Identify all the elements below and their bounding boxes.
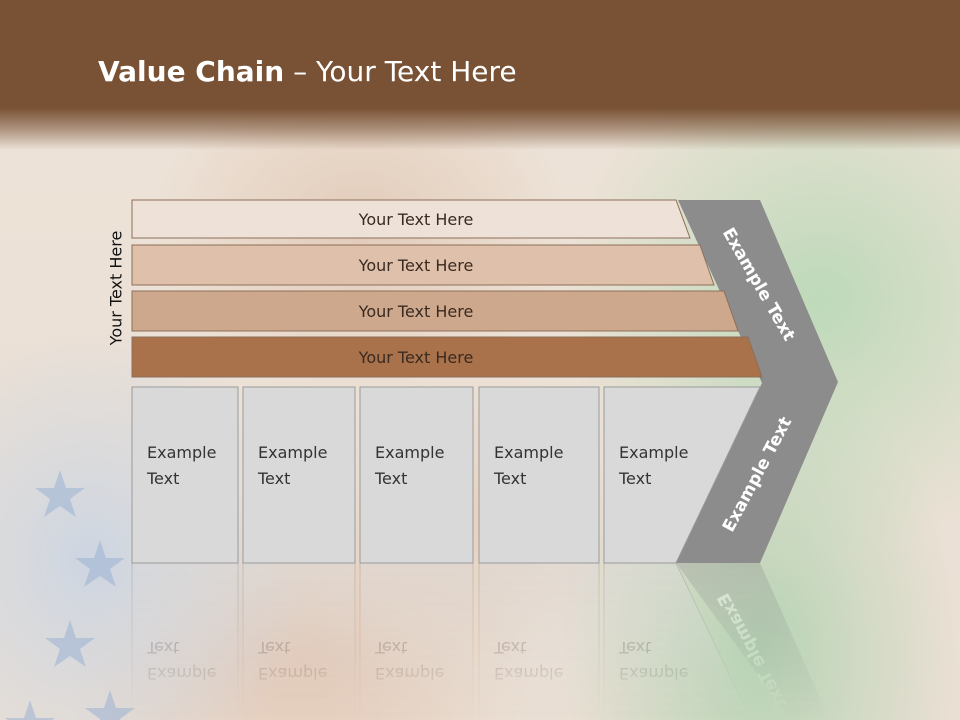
activity-box-5[interactable] [603, 386, 761, 564]
activity-box-line1: Example [494, 443, 563, 462]
activity-box-line2: Text [618, 638, 651, 657]
chevron-arrow[interactable] [676, 200, 838, 563]
activity-box-reflection-label-3: Example Text [374, 638, 444, 683]
activity-box-line2: Text [257, 469, 290, 488]
chain-bar-1[interactable] [131, 199, 691, 239]
activity-box-line1: Example [258, 664, 327, 683]
activity-box-line1: Example [147, 664, 216, 683]
activity-box-line1: Example [375, 664, 444, 683]
activity-box-4[interactable] [478, 386, 600, 564]
activity-box-reflection-4 [478, 562, 600, 720]
activity-box-line2: Text [146, 469, 179, 488]
activity-box-reflection-label-4: Example Text [493, 638, 563, 683]
activity-box-reflection-2 [242, 562, 356, 720]
activity-box-line1: Example [258, 443, 327, 462]
reflection: ExampleTextExampleTextExampleTextExample… [131, 562, 830, 720]
activity-box-line2: Text [374, 638, 407, 657]
title-rest: – Your Text Here [284, 55, 517, 88]
activity-box-reflection-label-2: Example Text [257, 638, 327, 683]
activity-box-line1: Example [375, 443, 444, 462]
title-bold: Value Chain [98, 55, 285, 88]
chain-bar-label-4: Your Text Here [358, 348, 474, 367]
activity-box-line1: Example [619, 443, 688, 462]
title-banner [0, 0, 960, 150]
chain-bar-4[interactable] [131, 336, 763, 378]
activity-box-2[interactable] [242, 386, 356, 564]
activity-box-3[interactable] [359, 386, 474, 564]
activity-box-line1: Example [147, 443, 216, 462]
chain-bar-label-3: Your Text Here [358, 302, 474, 321]
activity-box-line1: Example [494, 664, 563, 683]
activity-box-line2: Text [374, 469, 407, 488]
activity-box-line2: Text [618, 469, 651, 488]
activity-box-reflection-3 [359, 562, 474, 720]
activity-box-1[interactable] [131, 386, 239, 564]
chain-bar-label-2: Your Text Here [358, 256, 474, 275]
activity-box-line2: Text [493, 638, 526, 657]
activity-box-line2: Text [257, 638, 290, 657]
chain-bar-3[interactable] [131, 290, 739, 332]
chain-bar-2[interactable] [131, 244, 715, 286]
activity-box-line1: Example [619, 664, 688, 683]
activity-box-line2: Text [493, 469, 526, 488]
activity-box-line2: Text [146, 638, 179, 657]
activity-box-reflection-label-1: Example Text [146, 638, 216, 683]
chain-bar-label-1: Your Text Here [358, 210, 474, 229]
slide-title[interactable]: Value Chain – Your Text Here [98, 55, 517, 88]
activity-box-reflection-label-5: Example Text [618, 638, 688, 683]
activity-box-reflection-1 [131, 562, 239, 720]
